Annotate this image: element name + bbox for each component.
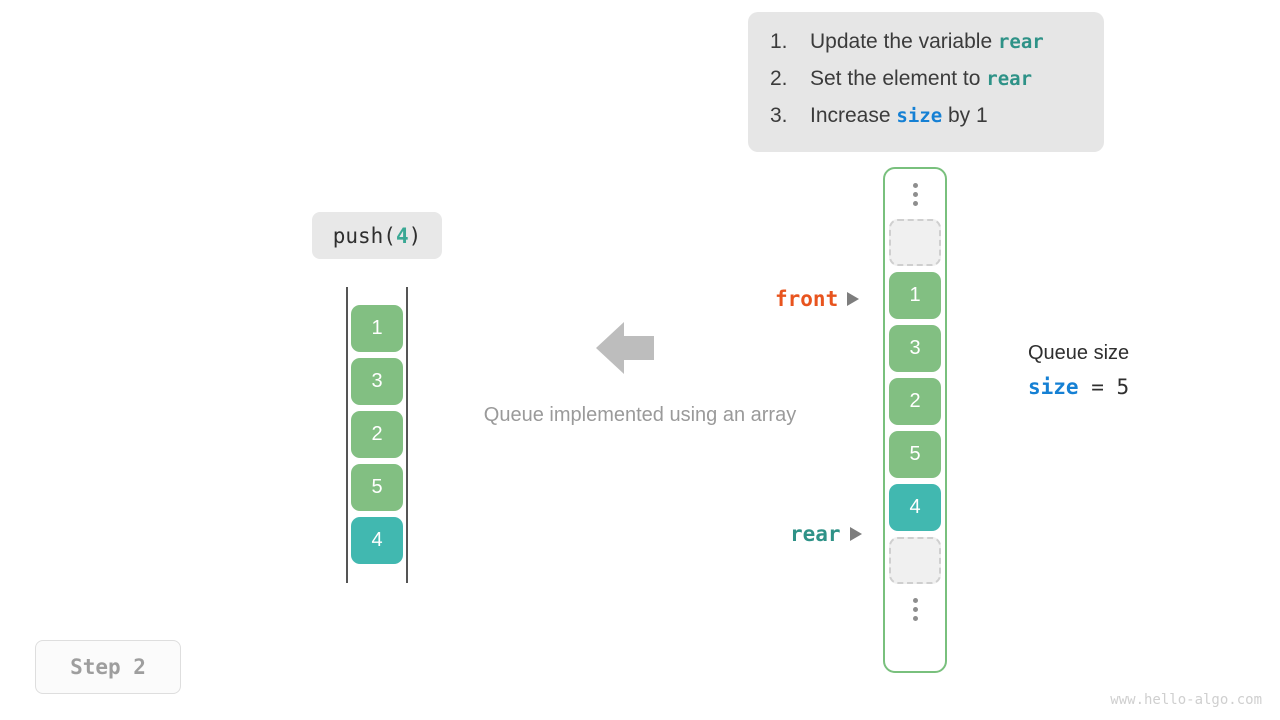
instruction-item-1: 1. Update the variable rear	[748, 30, 1104, 67]
array-rail-right	[406, 287, 408, 583]
logical-queue-array: 1 3 2 5 4	[346, 287, 408, 583]
logical-cell-highlighted: 4	[351, 517, 403, 564]
front-pointer-label: front	[775, 287, 839, 311]
instruction-number: 3.	[770, 104, 788, 127]
operation-argument: 4	[395, 223, 409, 248]
instruction-item-2: 2. Set the element to rear	[748, 67, 1104, 104]
queue-size-title: Queue size	[1028, 342, 1130, 364]
physical-slot-empty	[889, 537, 941, 584]
logical-cells: 1 3 2 5 4	[351, 305, 403, 564]
diagram-caption: Queue implemented using an array	[483, 404, 797, 426]
instruction-keyword-rear: rear	[997, 31, 1044, 53]
step-badge: Step 2	[35, 640, 181, 694]
instruction-keyword-size: size	[896, 105, 943, 127]
watermark: www.hello-algo.com	[1110, 692, 1262, 708]
array-rail-left	[346, 287, 348, 583]
ellipsis-dots-bottom-icon	[889, 590, 941, 628]
physical-slot: 5	[889, 431, 941, 478]
arrow-right-icon	[849, 527, 862, 541]
physical-queue-array: 1 3 2 5 4	[883, 167, 947, 673]
size-variable-value: = 5	[1078, 375, 1130, 399]
instruction-number: 2.	[770, 67, 788, 90]
front-pointer: front	[775, 287, 860, 311]
queue-size-expression: size = 5	[1028, 375, 1218, 399]
instruction-card: 1. Update the variable rear 2. Set the e…	[748, 12, 1104, 152]
logical-cell: 2	[351, 411, 403, 458]
operation-label: push(4)	[312, 212, 442, 259]
size-variable-name: size	[1028, 375, 1079, 399]
physical-slot: 1	[889, 272, 941, 319]
ellipsis-dots-top-icon	[889, 175, 941, 213]
rear-pointer-label: rear	[790, 522, 841, 546]
instruction-keyword-rear: rear	[986, 68, 1033, 90]
operation-close-paren: )	[408, 223, 422, 248]
left-arrow-icon	[596, 322, 654, 374]
physical-slot: 3	[889, 325, 941, 372]
logical-cell: 3	[351, 358, 403, 405]
instruction-item-3: 3. Increase size by 1	[748, 104, 1104, 141]
operation-name: push(	[332, 223, 396, 248]
physical-slot-highlighted: 4	[889, 484, 941, 531]
logical-cell: 1	[351, 305, 403, 352]
instruction-text: Set the element to	[810, 67, 987, 90]
instruction-text-after: by 1	[942, 104, 988, 127]
logical-cell: 5	[351, 464, 403, 511]
arrow-right-icon	[847, 292, 860, 306]
instruction-number: 1.	[770, 30, 788, 53]
rear-pointer: rear	[790, 522, 862, 546]
physical-slot: 2	[889, 378, 941, 425]
queue-size-panel: Queue size size = 5	[1028, 342, 1218, 399]
instruction-text: Update the variable	[810, 30, 998, 53]
physical-slot-empty	[889, 219, 941, 266]
physical-slots: 1 3 2 5 4	[889, 175, 941, 628]
instruction-text: Increase	[810, 104, 897, 127]
